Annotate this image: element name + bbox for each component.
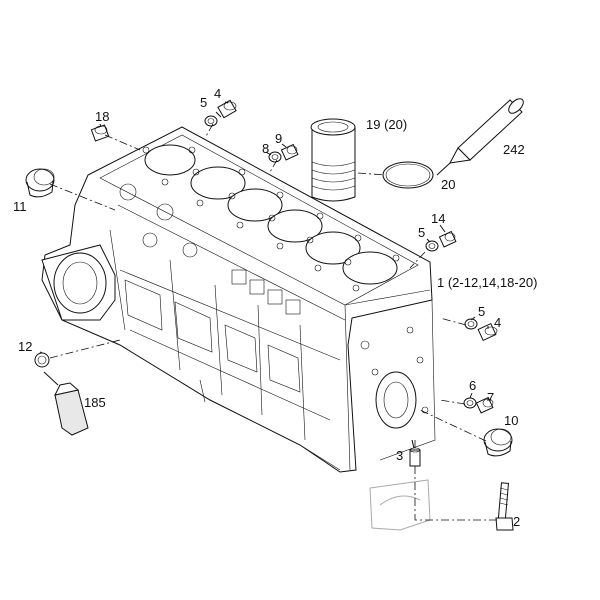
plug-9 <box>280 143 299 161</box>
bearing-ring-11 <box>25 168 55 198</box>
bearing-cap-ghost <box>369 479 431 531</box>
callout-20: 20 <box>441 177 456 192</box>
plug-14 <box>438 230 457 248</box>
washer-5-top <box>204 115 218 127</box>
liner-o-ring <box>382 161 434 189</box>
callout-6: 6 <box>469 378 477 393</box>
engine-block <box>41 126 436 473</box>
cylinder-liner <box>310 118 356 202</box>
callout-12: 12 <box>18 339 33 354</box>
plug-18 <box>90 124 110 142</box>
callout-4-right: 4 <box>494 315 502 330</box>
callout-14: 14 <box>431 211 446 226</box>
callout-10: 10 <box>504 413 519 428</box>
bearing-ring-10 <box>483 428 513 457</box>
dowel-pin-3 <box>409 447 421 467</box>
washer-8 <box>268 151 282 163</box>
callout-5-mid: 5 <box>418 225 426 240</box>
callout-1-assembly: 1 (2-12,14,18-20) <box>437 275 538 290</box>
callout-18: 18 <box>95 109 110 124</box>
callout-3: 3 <box>396 448 404 463</box>
plug-4-top <box>217 99 237 119</box>
sealant-tube-185 <box>43 371 89 436</box>
callout-5-top: 5 <box>200 95 208 110</box>
plug-12 <box>34 352 50 368</box>
washer-5-mid <box>425 240 439 252</box>
callout-5-right: 5 <box>478 304 486 319</box>
callout-19-20: 19 (20) <box>366 117 408 132</box>
callout-242: 242 <box>503 142 525 157</box>
washer-6 <box>463 397 477 409</box>
callout-4-top: 4 <box>214 86 222 101</box>
callout-185: 185 <box>84 395 106 410</box>
washer-5-right <box>464 318 478 330</box>
sealant-tube-242 <box>436 98 524 176</box>
leader-lines <box>39 101 500 521</box>
callout-9: 9 <box>275 131 283 146</box>
callout-8: 8 <box>262 141 270 156</box>
callout-11: 11 <box>13 199 27 214</box>
callout-2: 2 <box>513 514 521 529</box>
plug-4-right <box>477 322 498 342</box>
callout-7: 7 <box>487 390 495 405</box>
bolt-2 <box>495 482 514 531</box>
